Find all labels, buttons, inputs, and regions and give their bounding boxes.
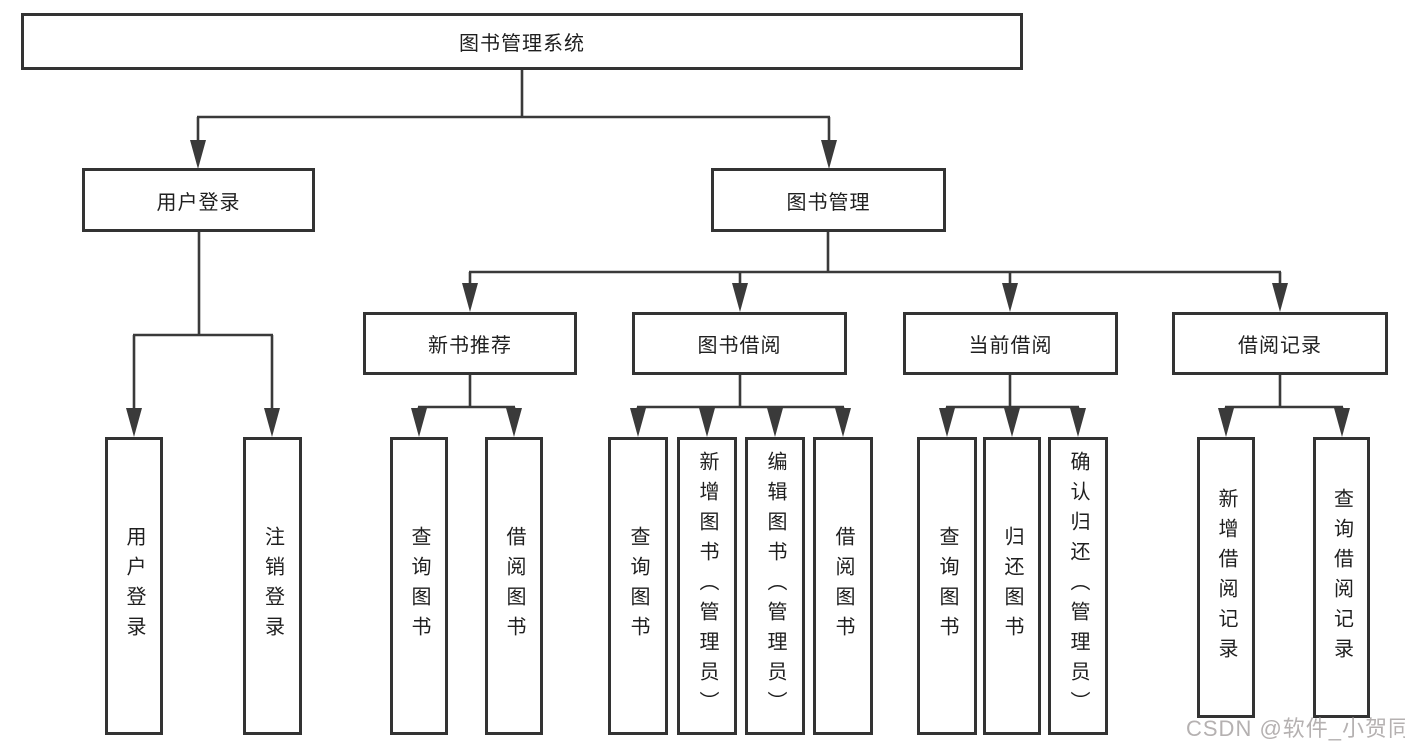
leaf-add-book-admin: 新增图书（管理员） — [677, 437, 737, 735]
node-label: 新增借阅记录 — [1215, 487, 1237, 668]
arrowheads-level2 — [190, 140, 837, 169]
node-book-management: 图书管理 — [711, 168, 946, 232]
arrowheads-level3 — [462, 283, 1288, 312]
node-borrowing-records: 借阅记录 — [1172, 312, 1388, 375]
node-label: 图书管理 — [786, 191, 871, 214]
node-label: 查询图书 — [627, 526, 649, 646]
leaf-borrow-books: 借阅图书 — [813, 437, 873, 735]
leaf-confirm-return-admin: 确认归还（管理员） — [1048, 437, 1108, 735]
connector-borrowing-records-group — [1224, 375, 1344, 432]
leaf-logout: 注销登录 — [243, 437, 302, 735]
node-label: 确认归还（管理员） — [1067, 451, 1089, 721]
leaf-query-books-current: 查询图书 — [917, 437, 977, 735]
node-user-login: 用户登录 — [82, 168, 315, 232]
node-library-management-system: 图书管理系统 — [21, 13, 1023, 70]
node-current-borrowing: 当前借阅 — [903, 312, 1118, 375]
leaf-query-borrow-record: 查询借阅记录 — [1313, 437, 1370, 718]
leaf-edit-book-admin: 编辑图书（管理员） — [745, 437, 805, 735]
leaf-user-login: 用户登录 — [105, 437, 163, 735]
node-book-borrowing: 图书借阅 — [632, 312, 847, 375]
node-label: 新书推荐 — [428, 335, 512, 357]
connector-book-borrowing-group — [636, 375, 845, 432]
leaf-query-books-recommend: 查询图书 — [390, 437, 448, 735]
leaf-add-borrow-record: 新增借阅记录 — [1197, 437, 1255, 718]
node-label: 归还图书 — [1001, 526, 1023, 646]
node-label: 查询图书 — [408, 526, 430, 646]
node-label: 查询图书 — [936, 526, 958, 646]
leaf-query-books-borrowing: 查询图书 — [608, 437, 668, 735]
leaf-borrow-books-recommend: 借阅图书 — [485, 437, 543, 735]
node-label: 用户登录 — [156, 191, 241, 214]
connector-root-to-level2 — [196, 70, 831, 164]
node-label: 借阅图书 — [503, 526, 525, 646]
node-label: 图书借阅 — [697, 335, 782, 357]
node-label: 编辑图书（管理员） — [764, 451, 786, 721]
leaf-return-books: 归还图书 — [983, 437, 1041, 735]
connector-user-login-group — [132, 232, 274, 432]
arrowheads-leaves — [126, 408, 1350, 437]
node-label: 图书管理系统 — [459, 33, 585, 55]
node-label: 借阅记录 — [1238, 335, 1322, 357]
node-new-book-recommendation: 新书推荐 — [363, 312, 577, 375]
node-label: 用户登录 — [123, 526, 145, 646]
connector-new-book-group — [417, 375, 516, 432]
node-label: 查询借阅记录 — [1330, 487, 1353, 668]
csdn-watermark: CSDN @软件_小贺同学 — [1186, 716, 1405, 741]
node-label: 新增图书（管理员） — [696, 451, 718, 721]
node-label: 当前借阅 — [968, 335, 1053, 357]
node-label: 注销登录 — [261, 526, 284, 646]
connector-book-management-group — [468, 232, 1282, 307]
node-label: 借阅图书 — [832, 526, 854, 646]
